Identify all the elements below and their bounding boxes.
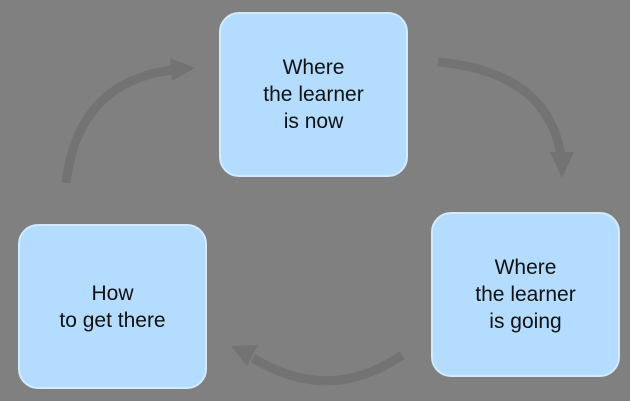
arrow-now-to-going: [437, 57, 574, 178]
node-now-line-2: the learner: [263, 83, 364, 106]
node-where-learner-is-going: Where the learner is going: [431, 212, 620, 377]
node-how-to-get-there: How to get there: [18, 224, 207, 389]
node-how-line-2: to get there: [59, 308, 166, 332]
node-going-line-3: is going: [489, 310, 562, 333]
node-going-line-2: the learner: [475, 283, 576, 306]
node-going-line-1: Where: [494, 256, 557, 279]
node-now-line-3: is now: [283, 110, 344, 133]
arrow-how-to-now: [61, 58, 195, 184]
node-where-learner-is-now: Where the learner is now: [219, 12, 408, 177]
node-how-line-1: How: [91, 281, 134, 305]
node-now-line-1: Where: [282, 56, 345, 79]
arrow-going-to-how: [231, 345, 405, 386]
